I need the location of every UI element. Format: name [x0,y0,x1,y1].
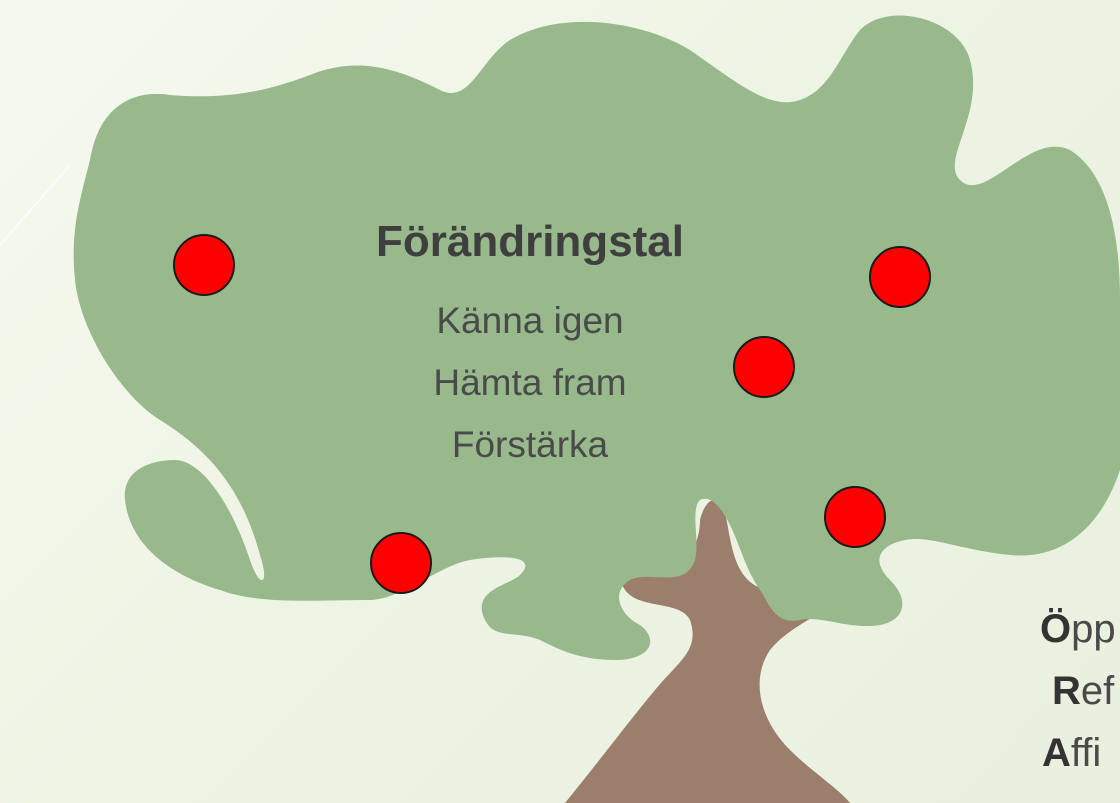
tree-line-1: Känna igen [330,296,730,346]
ora-item-2: Ref [1052,666,1114,716]
apple-4 [825,487,885,547]
ora-rest-3: ffi [1071,731,1101,775]
ora-item-1: Öpp [1040,604,1116,654]
apple-1 [174,235,234,295]
ora-initial-3: A [1042,731,1071,775]
ora-rest-2: ef [1081,669,1114,713]
apple-2 [870,247,930,307]
ora-item-3: Affi [1042,728,1101,778]
tree-line-2: Hämta fram [330,358,730,408]
apple-5 [371,533,431,593]
tree-title: Förändringstal [310,214,750,270]
ora-rest-1: pp [1071,607,1116,651]
apple-3 [734,337,794,397]
ora-initial-2: R [1052,669,1081,713]
ora-initial-1: Ö [1040,607,1071,651]
tree-line-3: Förstärka [330,420,730,470]
decorative-line [0,165,70,245]
